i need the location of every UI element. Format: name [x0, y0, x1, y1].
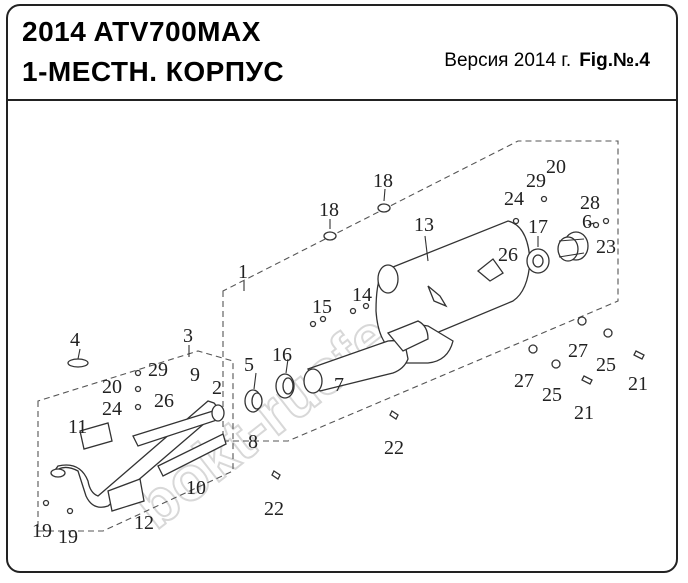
exploded-parts-diagram: bokt-rusfer.ru [32, 140, 648, 548]
header: 2014 ATV700MAX 1-МЕСТН. КОРПУС Версия 20… [8, 6, 676, 101]
callout-24b: 24 [504, 188, 524, 210]
callout-19a: 19 [32, 520, 52, 542]
callout-4: 4 [70, 329, 80, 351]
callout-2: 2 [212, 377, 222, 399]
callout-22a: 22 [384, 437, 404, 459]
callout-20a: 20 [102, 376, 122, 398]
rubber-bushing-18b [377, 203, 391, 213]
callout-3: 3 [183, 325, 193, 347]
rubber-bushing-18a [323, 231, 337, 241]
muffler-clamp [427, 285, 448, 308]
exhaust-pipe-assembly-outline [37, 350, 234, 532]
callout-23: 23 [596, 236, 616, 258]
heat-shield-12 [107, 478, 145, 512]
version-info: Версия 2014 г. Fig.№.4 [444, 50, 650, 72]
callout-25a: 25 [596, 354, 616, 376]
callout-5: 5 [244, 354, 254, 376]
leader-lines [77, 188, 595, 390]
callout-22b: 22 [264, 498, 284, 520]
callout-26a: 26 [154, 390, 174, 412]
callout-14: 14 [352, 284, 372, 306]
callout-7: 7 [334, 374, 344, 396]
callout-1: 1 [238, 261, 248, 283]
callout-15: 15 [312, 296, 332, 318]
callout-8: 8 [248, 431, 258, 453]
callout-9: 9 [190, 364, 200, 386]
callout-27a: 27 [568, 340, 588, 362]
callout-29a: 29 [148, 359, 168, 381]
joint-sleeve-inner [251, 392, 263, 410]
end-cap [557, 231, 589, 262]
callout-10: 10 [186, 477, 206, 499]
callout-24a: 24 [102, 398, 122, 420]
callout-13: 13 [414, 214, 434, 236]
mounting-bolts [309, 302, 370, 328]
middle-pipe [303, 320, 429, 394]
exhaust-header-pipe [50, 400, 227, 508]
gasket-inner [532, 254, 544, 268]
figure-number: Fig.№.4 [579, 50, 650, 71]
header-gasket [67, 358, 89, 368]
callout-18a: 18 [319, 199, 339, 221]
callout-20b: 20 [546, 156, 566, 178]
pipe-clamp-inner [282, 377, 294, 395]
callout-28: 28 [580, 192, 600, 214]
callout-17: 17 [528, 216, 548, 238]
callout-numbers: 1 2 3 4 5 6 7 8 9 10 11 12 13 14 15 16 1… [32, 156, 648, 548]
callout-27b: 27 [514, 370, 534, 392]
callout-26b: 26 [498, 244, 518, 266]
model-title: 2014 ATV700MAX [22, 16, 261, 47]
page-frame: 2014 ATV700MAX 1-МЕСТН. КОРПУС Версия 20… [6, 4, 678, 573]
callout-19b: 19 [58, 526, 78, 548]
callout-18b: 18 [373, 170, 393, 192]
callout-16: 16 [272, 344, 292, 366]
fasteners-right [42, 195, 645, 515]
callout-29b: 29 [526, 170, 546, 192]
callout-21a: 21 [628, 373, 648, 395]
version-label: Версия 2014 г. [444, 50, 572, 71]
callout-6: 6 [582, 211, 592, 233]
heat-shield-11 [79, 422, 113, 450]
muffler-bracket [476, 258, 504, 282]
callout-21b: 21 [574, 402, 594, 424]
callout-25b: 25 [542, 384, 562, 406]
section-title: 1-МЕСТН. КОРПУС [22, 56, 285, 87]
callout-12: 12 [134, 512, 154, 534]
callout-11: 11 [68, 416, 87, 438]
